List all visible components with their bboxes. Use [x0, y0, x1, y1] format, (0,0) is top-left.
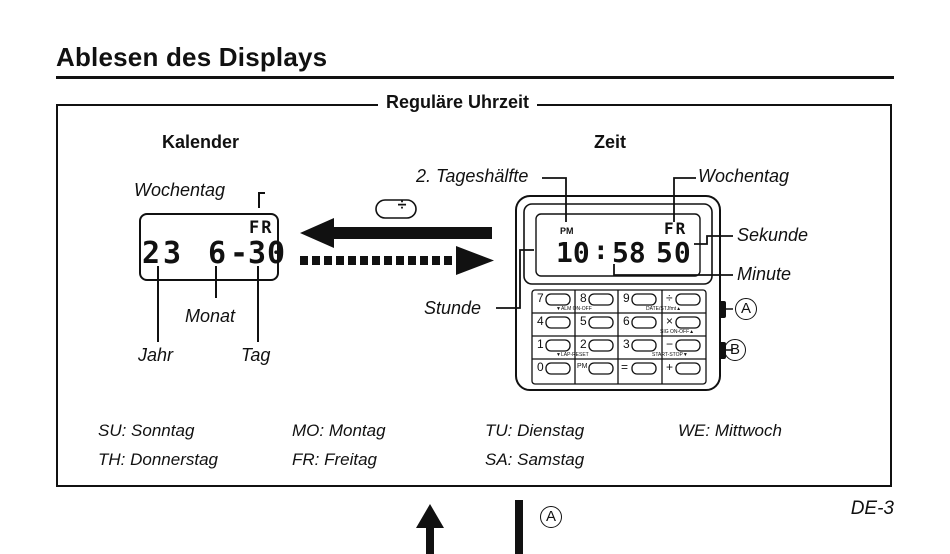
key-plus: + — [666, 360, 674, 374]
calendar-display-diagram — [139, 192, 279, 342]
time-hour-lcd: 10 — [556, 236, 590, 269]
day-we: WE: Mittwoch — [678, 421, 782, 440]
time-second-label: Sekunde — [737, 225, 809, 245]
row3-caption-right: START-STOP▼ — [652, 352, 688, 358]
mode-switch-arrows — [300, 199, 494, 275]
key-0: 0 — [537, 360, 544, 374]
key-5: 5 — [580, 314, 587, 328]
time-weekday-label: Wochentag — [698, 166, 790, 186]
calendar-month-label: Monat — [185, 306, 236, 326]
row1-caption-right: DATE/STJfmt▲ — [646, 306, 682, 312]
button-a-shape — [719, 301, 726, 318]
calendar-lcd-frame — [139, 213, 279, 281]
key-minus: − — [666, 337, 674, 351]
key-9: 9 — [623, 291, 630, 305]
key-2: 2 — [580, 337, 587, 351]
watch-bezel — [523, 203, 713, 285]
calendar-weekday-label: Wochentag — [134, 180, 226, 200]
key-7: 7 — [537, 291, 544, 305]
time-colon-lcd: : — [593, 236, 609, 266]
bottom-diagram — [416, 500, 523, 554]
key-divide: ÷ — [666, 291, 673, 305]
time-weekday-lcd: FR — [664, 219, 688, 238]
watch-diagram — [496, 177, 733, 391]
day-fr: FR: Freitag — [292, 450, 378, 469]
key-3: 3 — [623, 337, 630, 351]
day-su: SU: Sonntag — [98, 421, 195, 440]
button-b-label: B — [724, 339, 746, 361]
calendar-year-lcd: 23 — [142, 236, 185, 271]
divide-button-shape — [375, 199, 417, 219]
solid-arrow-left — [300, 218, 492, 248]
time-pm-lcd: PM — [560, 226, 574, 236]
page-number: DE-3 — [850, 498, 894, 519]
frame-title: Reguläre Uhrzeit — [378, 92, 538, 113]
bottom-button-a-label: A — [540, 506, 562, 528]
time-minute-lcd: 58 — [612, 236, 646, 269]
second-leader — [694, 235, 733, 245]
day-sa: SA: Samstag — [485, 450, 585, 469]
day-tu: TU: Dienstag — [485, 421, 585, 440]
calendar-dash-lcd: - — [230, 236, 249, 271]
dashed-arrow-right — [300, 246, 494, 275]
key-equals: = — [621, 360, 629, 374]
watch-lcd — [535, 213, 701, 277]
time-second-lcd: 50 — [656, 236, 692, 269]
button-a-label: A — [735, 298, 757, 320]
key-1: 1 — [537, 337, 544, 351]
bottom-bar — [515, 500, 523, 554]
title-rule — [56, 76, 894, 79]
calendar-weekday-lcd: FR — [249, 218, 274, 238]
calendar-day-label: Tag — [241, 345, 271, 365]
day-mo: MO: Montag — [292, 421, 386, 440]
weekday-leader-time — [673, 177, 696, 222]
key-4: 4 — [537, 314, 544, 328]
key-pm: PM — [577, 363, 588, 370]
calendar-day-lcd: 30 — [248, 236, 287, 271]
weekday-leader — [258, 192, 265, 208]
row3-caption-left: ▼LAP-RESET — [556, 352, 589, 358]
key-multiply: × — [666, 314, 674, 328]
day-th: TH: Donnerstag — [98, 450, 218, 469]
key-8: 8 — [580, 291, 587, 305]
time-pm-label: 2. Tageshälfte — [416, 166, 529, 186]
keypad — [531, 289, 707, 385]
time-heading: Zeit — [594, 132, 627, 152]
minute-leader — [613, 264, 733, 276]
hour-leader — [496, 249, 534, 309]
pm-leader — [542, 177, 567, 222]
calendar-heading: Kalender — [162, 132, 240, 152]
calendar-year-label: Jahr — [138, 345, 174, 365]
divide-button-label: ÷ — [397, 197, 407, 214]
row2-caption-right: SIG ON-OFF▲ — [660, 329, 695, 335]
row1-caption-left: ▼ALM ON-OFF — [556, 306, 592, 312]
page-title: Ablesen des Displays — [56, 42, 328, 72]
up-arrow — [416, 504, 444, 554]
key-6: 6 — [623, 314, 630, 328]
calendar-month-lcd: 6 — [208, 236, 227, 271]
time-hour-label: Stunde — [424, 298, 482, 318]
time-minute-label: Minute — [737, 264, 792, 284]
